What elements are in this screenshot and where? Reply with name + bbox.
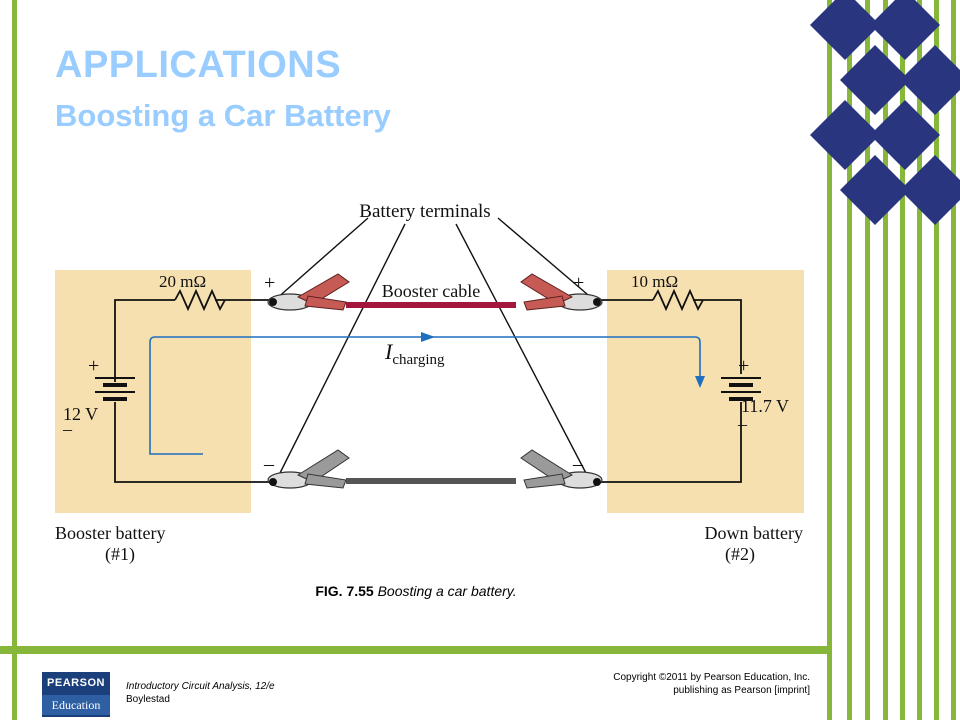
current-arrowhead <box>421 332 435 342</box>
clamp-bottom-right <box>520 449 603 489</box>
logo-top-text: PEARSON <box>47 677 105 689</box>
pearson-logo: PEARSON Education <box>42 672 110 717</box>
booster-resistor <box>174 288 226 312</box>
diamond-shape <box>870 0 940 60</box>
booster-terminal-minus: – <box>263 453 275 475</box>
positive-booster-cable <box>346 302 516 308</box>
circuit-figure: Battery terminals <box>43 182 818 574</box>
down-bottom-wire <box>596 402 742 483</box>
current-arrowhead <box>695 376 705 388</box>
negative-booster-cable <box>346 478 516 484</box>
down-battery-number: (#2) <box>725 544 755 565</box>
diamond-shape <box>810 100 880 170</box>
booster-top-wire <box>114 299 175 382</box>
booster-resistor-label: 20 mΩ <box>159 272 206 291</box>
booster-battery-number: (#1) <box>105 544 135 565</box>
booster-terminal-plus: + <box>264 272 275 294</box>
clamp-top-right <box>520 273 603 311</box>
figure-caption-text: Boosting a car battery. <box>377 583 517 599</box>
diamond-shape <box>810 0 880 60</box>
down-battery-label: Down battery <box>705 523 803 543</box>
pointer-line <box>274 217 369 301</box>
booster-bottom-wire <box>114 402 273 483</box>
booster-battery-label: Booster battery <box>55 523 165 543</box>
right-accent-line <box>827 0 832 720</box>
book-author: Boylestad <box>126 694 170 705</box>
diamond-shape <box>900 155 960 225</box>
down-battery-box <box>607 270 804 513</box>
current-symbol: I <box>384 339 394 364</box>
pointer-line <box>497 217 595 301</box>
right-accent-line <box>917 0 922 720</box>
right-accent-line <box>900 0 905 720</box>
decorative-diamonds <box>810 0 960 225</box>
booster-voltage-label: 12 V <box>63 404 98 424</box>
down-plus-sign: + <box>738 355 749 377</box>
down-resistor <box>652 288 704 312</box>
slide-title: APPLICATIONS <box>55 44 342 86</box>
down-terminal-plus: + <box>573 272 584 294</box>
clamp-top-left <box>267 273 350 311</box>
figure-number: FIG. 7.55 <box>315 583 374 599</box>
booster-battery-box <box>55 270 251 513</box>
right-accent-line <box>865 0 870 720</box>
book-title: Introductory Circuit Analysis, 12/e <box>126 681 275 692</box>
right-accent-line <box>934 0 939 720</box>
left-accent-line <box>12 0 17 720</box>
right-accent-line <box>883 0 888 720</box>
right-accent-line <box>847 0 852 720</box>
footer-accent-bar <box>0 646 830 654</box>
diamond-shape <box>840 45 910 115</box>
pointer-line <box>455 223 589 478</box>
down-top-wire <box>693 299 742 374</box>
copyright-line: Copyright ©2011 by Pearson Education, In… <box>613 672 810 683</box>
down-terminal-minus: – <box>572 453 584 475</box>
copyright-line: publishing as Pearson [imprint] <box>673 685 810 696</box>
down-voltage-label: 11.7 V <box>741 396 789 416</box>
logo-bottom-text: Education <box>42 695 110 715</box>
charging-current-path <box>149 336 701 455</box>
current-subscript: charging <box>392 352 445 368</box>
diamond-shape <box>840 155 910 225</box>
battery-terminals-label: Battery terminals <box>359 201 490 222</box>
slide-subtitle: Boosting a Car Battery <box>55 98 391 133</box>
diamond-shape <box>900 45 960 115</box>
booster-plus-sign: + <box>88 355 99 377</box>
diamond-shape <box>870 100 940 170</box>
clamp-bottom-left <box>267 449 350 489</box>
booster-cable-label: Booster cable <box>382 281 480 301</box>
right-accent-line <box>951 0 956 720</box>
booster-minus-sign: – <box>62 419 73 439</box>
figure-caption: FIG. 7.55 Boosting a car battery. <box>0 583 832 599</box>
current-label: Icharging <box>384 339 445 368</box>
down-resistor-label: 10 mΩ <box>631 272 678 291</box>
down-minus-sign: – <box>737 414 748 434</box>
pointer-line <box>277 223 406 478</box>
copyright-notice: Copyright ©2011 by Pearson Education, In… <box>560 671 810 697</box>
